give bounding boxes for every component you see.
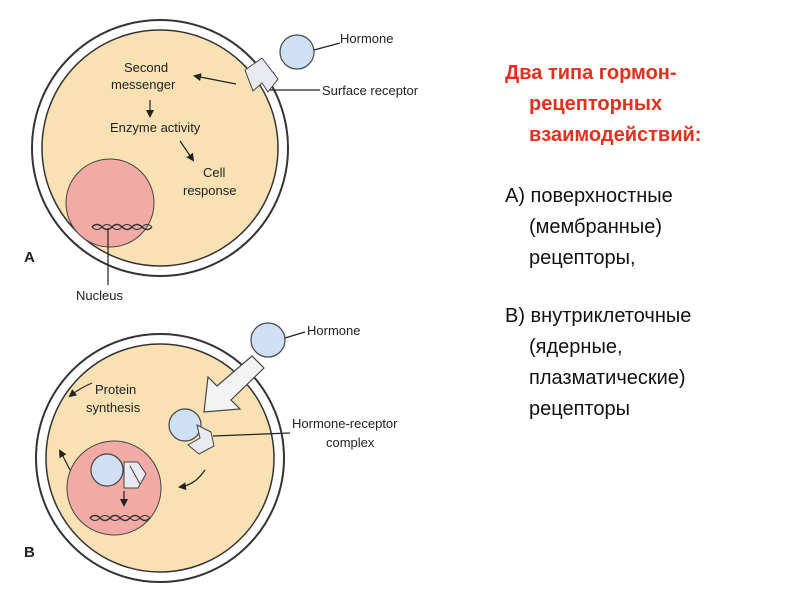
entry-arrow: [203, 355, 265, 413]
label-protein-1: Protein: [95, 382, 136, 397]
complex-receptor: [187, 424, 215, 455]
label-cell-response-2: response: [183, 183, 236, 198]
label-hormone-b: Hormone: [307, 323, 360, 338]
hormone-a: [279, 34, 315, 70]
item-a-line-3: рецепторы,: [529, 247, 636, 269]
label-surface-receptor: Surface receptor: [322, 83, 419, 98]
heading-line-2: рецепторных: [529, 93, 663, 115]
label-second-messenger-2: messenger: [111, 77, 176, 92]
item-a: А) поверхностные (мембранные) рецепторы,: [505, 181, 795, 274]
complex-hormone: [168, 408, 202, 442]
label-enzyme-activity: Enzyme activity: [110, 120, 201, 135]
item-b-line-3: плазматические): [529, 367, 686, 389]
nucleus-a: [65, 158, 155, 248]
panel-b: Hormone Protein synthesis Hormone-recept…: [24, 322, 398, 583]
label-nucleus: Nucleus: [76, 288, 123, 303]
item-a-line-1: А) поверхностные: [505, 185, 673, 207]
text-panel: Два типа гормон- рецепторных взаимодейст…: [505, 58, 795, 452]
label-protein-2: synthesis: [86, 400, 141, 415]
heading-line-3: взаимодействий:: [529, 124, 702, 146]
item-b-line-1: В) внутриклеточные: [505, 305, 692, 327]
item-b-line-2: (ядерные,: [529, 336, 623, 358]
label-complex-2: complex: [326, 435, 375, 450]
panel-letter-a: A: [24, 249, 35, 266]
hormone-b: [250, 322, 286, 358]
hormone-receptor-diagram: Second messenger Enzyme activity Cell re…: [24, 19, 419, 583]
panel-letter-b: B: [24, 544, 35, 561]
label-second-messenger-1: Second: [124, 60, 168, 75]
item-b: В) внутриклеточные (ядерные, плазматичес…: [505, 301, 795, 425]
panel-a: Second messenger Enzyme activity Cell re…: [24, 19, 419, 303]
slide-heading: Два типа гормон- рецепторных взаимодейст…: [505, 58, 795, 151]
label-cell-response-1: Cell: [203, 165, 226, 180]
item-a-line-2: (мембранные): [529, 216, 663, 238]
item-b-line-4: рецепторы: [529, 398, 630, 420]
surface-receptor: [244, 57, 279, 93]
label-complex-1: Hormone-receptor: [292, 416, 398, 431]
heading-line-1: Два типа гормон-: [505, 62, 677, 84]
label-hormone-a: Hormone: [340, 31, 393, 46]
nuclear-complex-hormone: [90, 453, 124, 487]
